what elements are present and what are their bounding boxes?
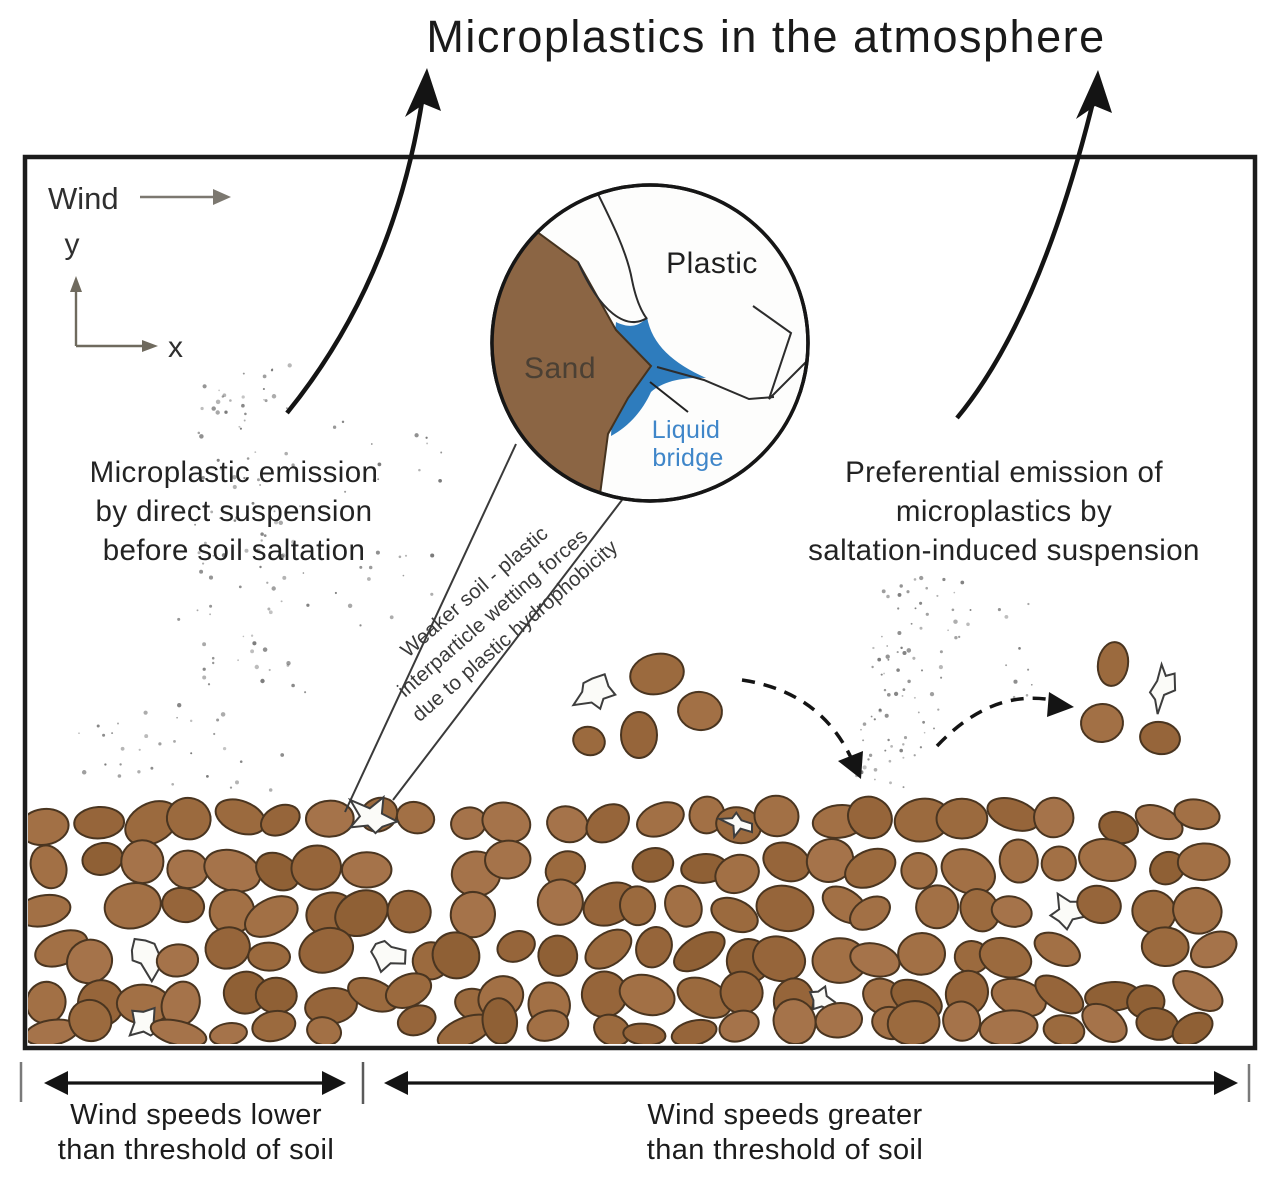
footer-label-line: than threshold of soil	[58, 1134, 334, 1166]
axis-y-label: y	[65, 228, 80, 261]
saltation-arrow-descending	[741, 678, 863, 779]
inset-plastic-edges	[577, 185, 808, 401]
annotation-line: Preferential emission of	[845, 456, 1163, 489]
axis-y-arrowhead	[70, 276, 82, 292]
right-emission-arrow	[955, 70, 1112, 420]
saltating-cluster-mid	[571, 652, 723, 759]
annotation-line: Microplastic emission	[90, 456, 379, 489]
magnifier-cone-line-left	[344, 443, 517, 813]
inset-liquid-bridge	[611, 317, 706, 436]
magnifier-cone-line-right	[392, 499, 623, 801]
annotation-line: saltation-induced suspension	[808, 534, 1200, 567]
magnifier-inset: Plastic Sand Liquid bridge	[490, 183, 810, 503]
soil-bed	[28, 794, 1238, 1044]
label-sand: Sand	[524, 352, 596, 385]
saltation-arrow-rebound	[935, 692, 1074, 748]
inset-sand-region	[492, 188, 653, 501]
footer-range-arrow-right	[384, 1071, 1238, 1095]
wind-arrow-head	[213, 189, 231, 205]
surface-plastic-fragment	[347, 794, 753, 840]
axis-x-arrowhead	[142, 340, 158, 352]
footer-label-line: than threshold of soil	[647, 1134, 923, 1166]
annotation-line: microplastics by	[896, 495, 1112, 528]
footer-right-label: Wind speeds greater than threshold of so…	[647, 1099, 923, 1166]
magnifier-circle-outline	[490, 183, 810, 503]
figure-title: Microplastics in the atmosphere	[426, 11, 1105, 62]
annotation-saltation-suspension: Preferential emission of microplastics b…	[808, 456, 1200, 567]
annotation-line: before soil saltation	[103, 534, 366, 567]
footer-range-arrow-left	[44, 1071, 346, 1095]
liquid-callout-line	[649, 381, 689, 413]
saltating-cluster-right	[1080, 641, 1181, 756]
annotation-line: by direct suspension	[96, 495, 373, 528]
left-emission-arrow	[285, 68, 441, 415]
annotation-direct-suspension: Microplastic emission by direct suspensi…	[90, 456, 379, 567]
dust-plume-direct-suspension	[78, 363, 443, 792]
label-liquid-1: Liquid	[652, 416, 721, 444]
dust-plume-saltation-impact	[855, 575, 1033, 789]
axis-x-label: x	[168, 331, 183, 364]
wind-indicator: Wind	[48, 181, 231, 216]
footer-label-line: Wind speeds greater	[647, 1099, 922, 1131]
footer-left-label: Wind speeds lower than threshold of soil	[58, 1099, 334, 1166]
label-plastic: Plastic	[666, 247, 758, 280]
coordinate-axes: y x	[65, 228, 184, 364]
footer-label-line: Wind speeds lower	[70, 1099, 322, 1131]
wind-label: Wind	[48, 181, 119, 216]
label-liquid-2: bridge	[652, 444, 723, 472]
